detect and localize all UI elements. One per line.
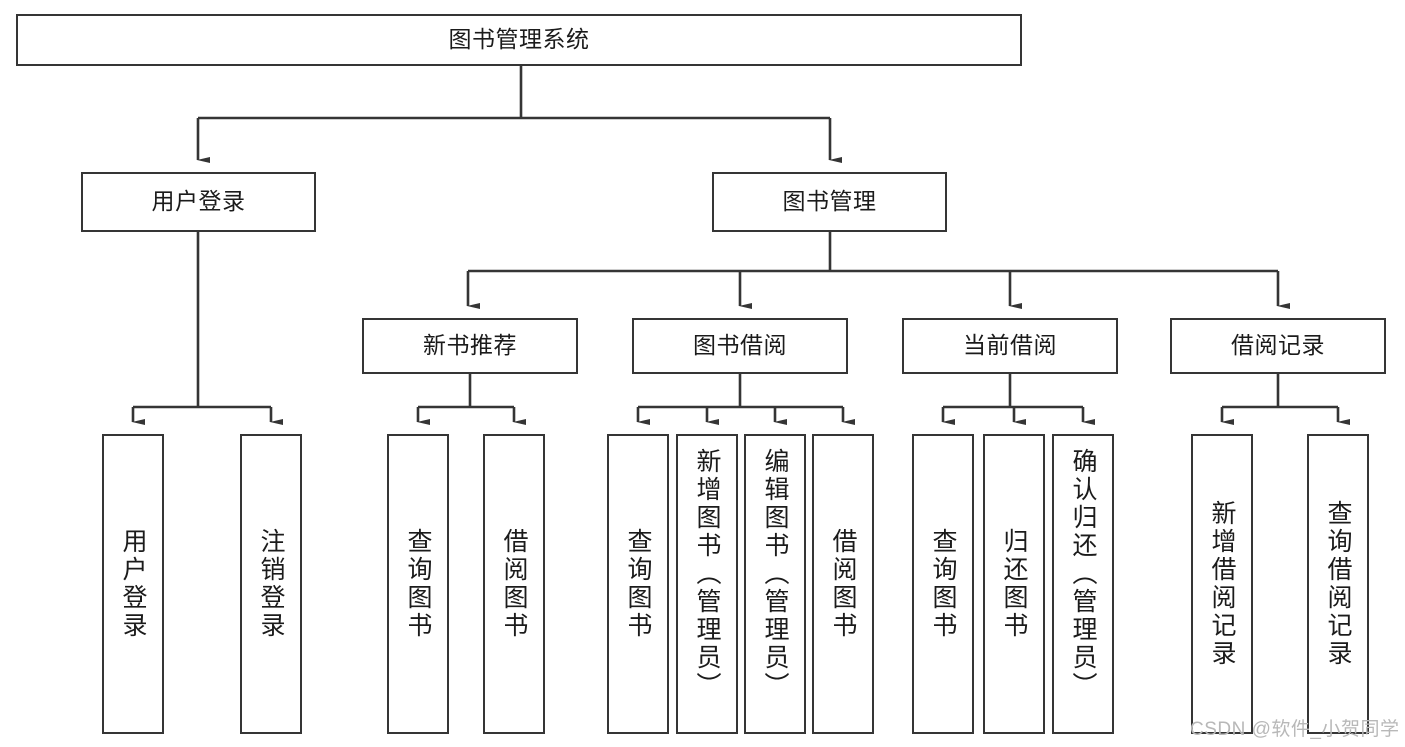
node-leaf-add-book-label: 新增图书（管理员） — [693, 448, 721, 700]
node-book-manage-label: 图书管理 — [782, 188, 877, 215]
edge-group-book-borrow — [636, 374, 855, 425]
node-new-book-rec-label: 新书推荐 — [423, 332, 517, 359]
node-book-borrow-label: 图书借阅 — [693, 332, 787, 359]
node-user-login-label: 用户登录 — [151, 188, 246, 215]
node-current-borrow[interactable]: 当前借阅 — [902, 318, 1118, 374]
node-leaf-return-book[interactable]: 归还图书 — [983, 434, 1045, 734]
node-leaf-add-record-label: 新增借阅记录 — [1208, 500, 1236, 668]
node-leaf-borrow-book-2[interactable]: 借阅图书 — [812, 434, 874, 734]
node-leaf-user-login[interactable]: 用户登录 — [102, 434, 164, 734]
csdn-watermark: CSDN @软件_小贺同学 — [1190, 719, 1400, 740]
node-leaf-query-book-3[interactable]: 查询图书 — [912, 434, 974, 734]
edge-group-user-login — [131, 232, 283, 425]
node-leaf-add-record[interactable]: 新增借阅记录 — [1191, 434, 1253, 734]
node-leaf-borrow-book-1[interactable]: 借阅图书 — [483, 434, 545, 734]
node-leaf-borrow-book-1-label: 借阅图书 — [500, 528, 528, 640]
node-leaf-query-book-2[interactable]: 查询图书 — [607, 434, 669, 734]
node-leaf-add-book[interactable]: 新增图书（管理员） — [676, 434, 738, 734]
node-root[interactable]: 图书管理系统 — [16, 14, 1022, 66]
edge-group-book-manage — [466, 232, 1290, 309]
edge-group-root — [196, 66, 842, 163]
node-new-book-rec[interactable]: 新书推荐 — [362, 318, 578, 374]
node-leaf-user-login-label: 用户登录 — [119, 528, 147, 640]
node-root-label: 图书管理系统 — [448, 26, 590, 53]
node-leaf-borrow-book-2-label: 借阅图书 — [829, 528, 857, 640]
node-user-login[interactable]: 用户登录 — [81, 172, 316, 232]
edge-group-borrow-record — [1220, 374, 1350, 425]
node-leaf-confirm-return[interactable]: 确认归还（管理员） — [1052, 434, 1114, 734]
node-leaf-query-book-3-label: 查询图书 — [929, 528, 957, 640]
node-leaf-return-book-label: 归还图书 — [1000, 528, 1028, 640]
node-leaf-query-book-2-label: 查询图书 — [624, 528, 652, 640]
edge-group-new-book-rec — [416, 374, 526, 425]
node-leaf-query-record-label: 查询借阅记录 — [1324, 500, 1352, 668]
node-current-borrow-label: 当前借阅 — [963, 332, 1057, 359]
node-borrow-record-label: 借阅记录 — [1231, 332, 1325, 359]
node-book-borrow[interactable]: 图书借阅 — [632, 318, 848, 374]
node-leaf-user-logout-label: 注销登录 — [257, 528, 285, 640]
node-book-manage[interactable]: 图书管理 — [712, 172, 947, 232]
node-leaf-query-book-1-label: 查询图书 — [404, 528, 432, 640]
node-leaf-user-logout[interactable]: 注销登录 — [240, 434, 302, 734]
node-leaf-query-record[interactable]: 查询借阅记录 — [1307, 434, 1369, 734]
edge-group-current-borrow — [941, 374, 1095, 425]
node-leaf-confirm-return-label: 确认归还（管理员） — [1069, 448, 1097, 700]
node-borrow-record[interactable]: 借阅记录 — [1170, 318, 1386, 374]
node-leaf-edit-book[interactable]: 编辑图书（管理员） — [744, 434, 806, 734]
node-leaf-query-book-1[interactable]: 查询图书 — [387, 434, 449, 734]
node-leaf-edit-book-label: 编辑图书（管理员） — [761, 448, 789, 700]
